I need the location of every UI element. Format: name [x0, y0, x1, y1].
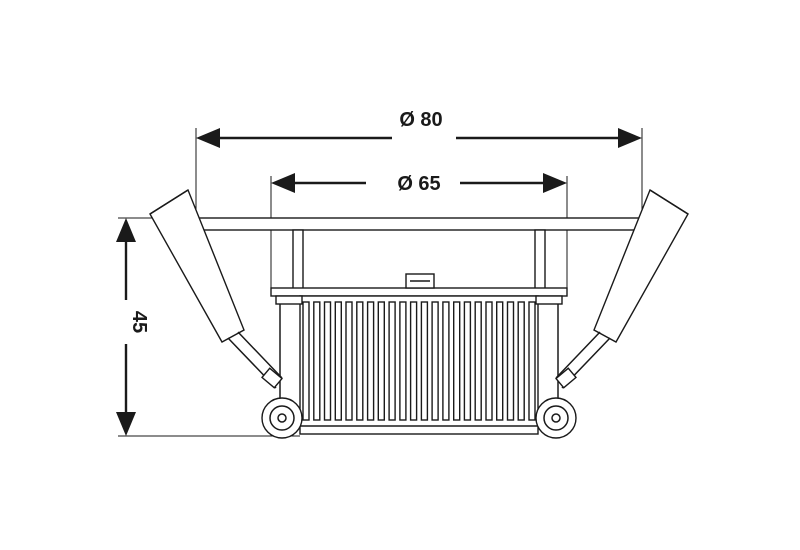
heatsink-fin: [474, 301, 482, 421]
left-spring-clip: [149, 188, 303, 439]
right-spring-clip: [535, 188, 689, 439]
inner-diameter-label: Ø 65: [397, 173, 440, 195]
inner-diameter-dimension: Ø 65: [271, 173, 567, 195]
heatsink-fin: [356, 301, 364, 421]
heatsink-fin: [345, 301, 353, 421]
heatsink-fin: [377, 301, 385, 421]
heatsink-fin: [420, 301, 429, 421]
outer-diameter-dimension: Ø 80: [196, 109, 642, 148]
heatsink-fin: [528, 301, 536, 421]
heatsink-fin: [506, 301, 515, 421]
heatsink-fin: [313, 301, 321, 421]
heatsink-fin: [302, 301, 310, 421]
heatsink-fin: [409, 301, 418, 421]
heatsink-fins: [302, 301, 536, 421]
flange-ring: [195, 217, 643, 231]
height-label: 45: [128, 311, 150, 333]
heatsink-fin: [517, 301, 525, 421]
heatsink-fin: [323, 301, 332, 421]
heatsink-fin: [388, 301, 396, 421]
heatsink-fin: [485, 301, 493, 421]
heatsink-fin: [453, 301, 461, 421]
heatsink-fin: [463, 301, 472, 421]
heatsink-housing: [270, 273, 568, 435]
outer-diameter-label: Ø 80: [399, 109, 442, 131]
heatsink-fin: [496, 301, 504, 421]
heatsink-fin: [442, 301, 450, 421]
height-dimension: 45: [116, 218, 150, 436]
heatsink-fin: [366, 301, 375, 421]
heatsink-fin: [399, 301, 407, 421]
heatsink-fin: [334, 301, 342, 421]
heatsink-fin: [431, 301, 439, 421]
